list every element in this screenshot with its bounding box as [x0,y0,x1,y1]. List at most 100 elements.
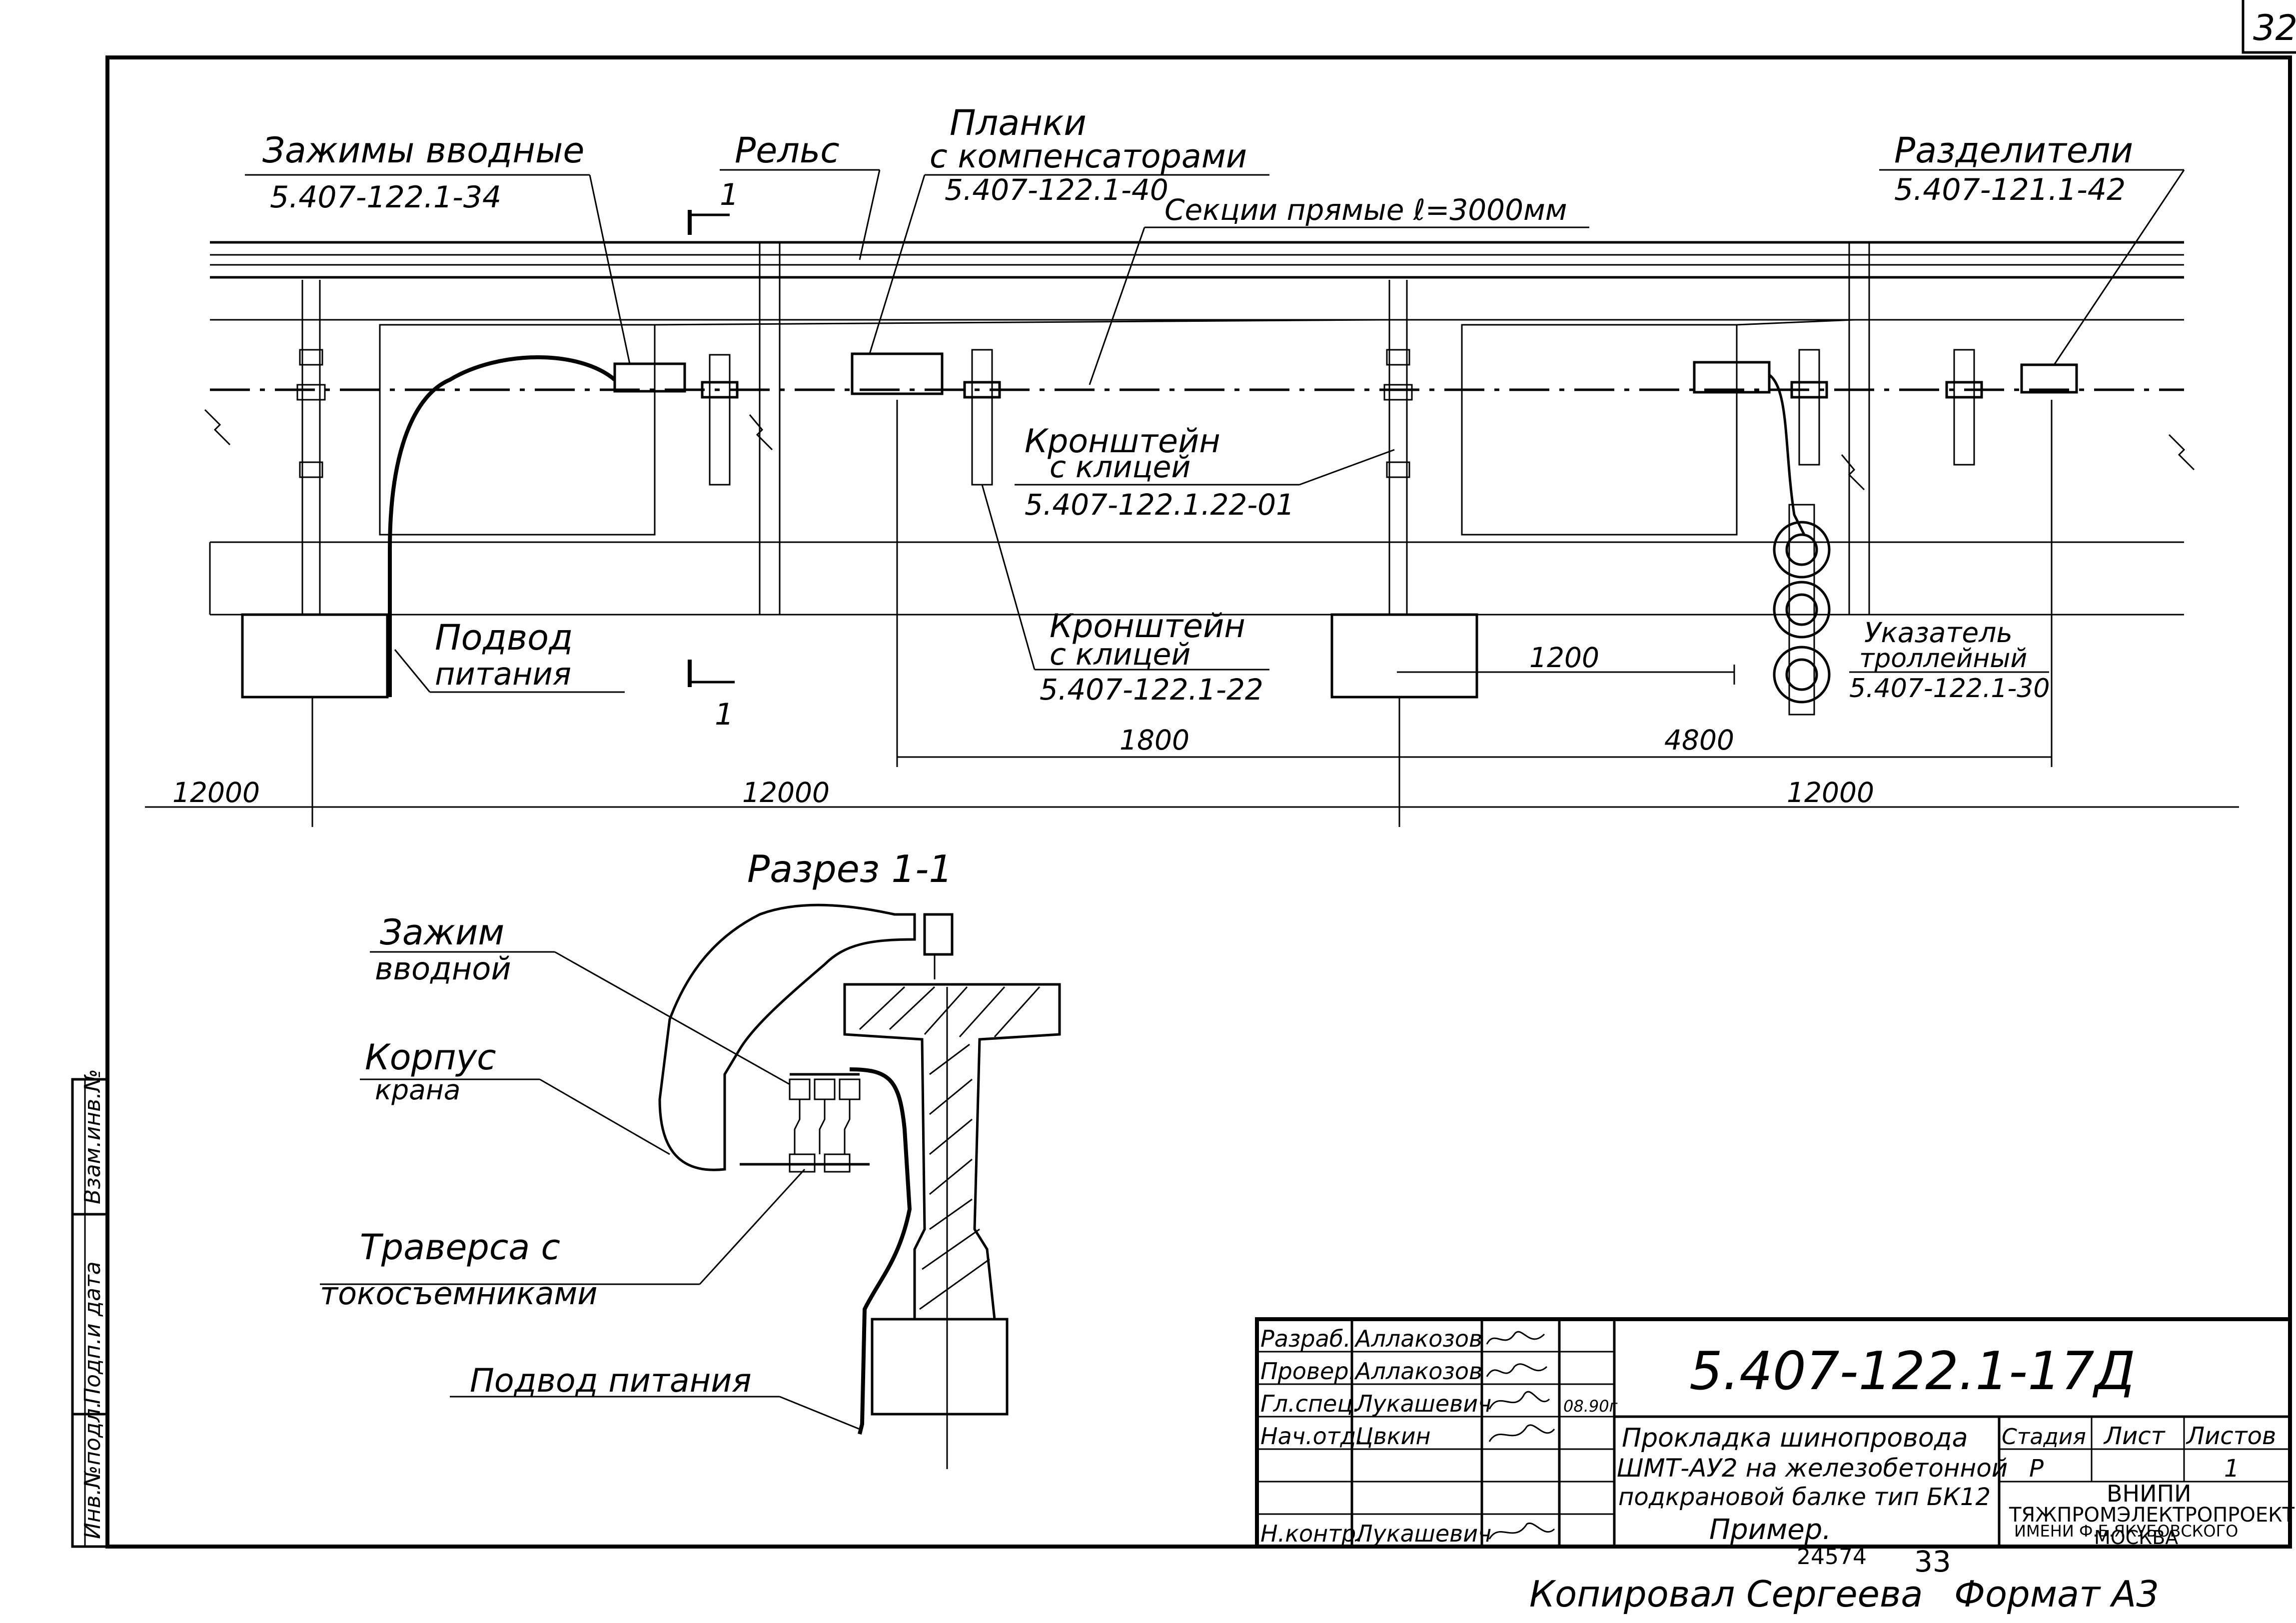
compensator-plates-title2: с компенсаторами [930,138,1247,175]
leader-input-clamps: Зажимы вводные 5.407-122.1-34 [245,130,631,364]
trolley-indicator-title2: троллейный [1859,644,2027,674]
bracket-22-code: 5.407-122.1-22 [1040,673,1263,707]
archive-number: 24574 [1797,1544,1867,1570]
section-power-feed-label: Подвод питания [470,1362,752,1400]
separators-code: 5.407-121.1-42 [1894,172,2126,207]
role-row-3: Гл.спец. Лукашевич 08.90г [1260,1390,1618,1417]
bracket-01-code: 5.407-122.1.22-01 [1025,488,1294,522]
leader-section-power-feed: Подвод питания [450,1362,860,1430]
dim-1800-label: 1800 [1120,724,1189,756]
role-row-2: Провер. Аллакозов [1260,1358,1482,1385]
bracket-01-title2: с клицей [1050,450,1190,485]
indicator-cable [1768,374,1806,536]
dim-4800-label: 4800 [1664,724,1734,756]
page-number: 32 [2253,7,2296,48]
stage-value: Р [2029,1455,2044,1483]
trolley-indicator-code: 5.407-122.1-30 [1849,674,2050,704]
crane-beam [204,242,2195,616]
bracket-3 [1790,349,1828,466]
description-line-1: Прокладка шинопровода [1622,1423,1968,1453]
leader-bracket-22: Кронштейн с клицей 5.407-122.1-22 [981,484,1269,707]
role-label: Гл.спец. [1260,1390,1360,1417]
dimension-1800-4800: 1800 4800 [896,400,2053,767]
podp-data-label: Подп.и дата [80,1261,105,1404]
role-row-1: Разраб. Аллакозов [1260,1325,1482,1352]
role-name: Лукашевич [1354,1390,1491,1417]
crane-body-title1: Корпус [365,1037,496,1078]
dimension-spans: 12000 12000 12000 [145,697,2239,827]
signatures [1486,1331,1555,1540]
leader-bracket-01: Кронштейн с клицей 5.407-122.1.22-01 [1015,423,1395,522]
input-clamp-box [613,362,686,393]
drawing-frame [105,55,2292,1549]
leader-section-crane-body: Корпус крана [360,1037,670,1155]
section-mark-top-number: 1 [720,177,739,212]
bracket-1 [701,354,739,486]
inv-podl-label: Инв.№подл. [80,1401,105,1539]
indicator-feed-box [1693,361,1771,394]
bracket-01-title1: Кронштейн [1025,423,1220,460]
power-feed-title2: питания [435,656,571,692]
traverse-collectors [740,1073,870,1173]
role-name: Лукашевич [1354,1520,1491,1547]
org-line-4: МОСКВА [2094,1527,2178,1549]
org-line-1: ВНИПИ [2107,1480,2192,1507]
role-name: Аллакозов [1354,1358,1482,1385]
section-title: Разрез 1-1 [747,847,953,891]
section-mark-bottom: 1 [688,660,735,732]
role-label: Нач.отд. [1260,1423,1363,1450]
org-line-3: ИМЕНИ Ф.Б.ЯКУБОВСКОГО [2014,1522,2238,1541]
section-view: Разрез 1-1 Зажим вводной [320,847,1061,1469]
role-label: Провер. [1260,1358,1356,1385]
span-left-label: 12000 [172,777,260,809]
stage-header: Стадия [2002,1424,2086,1450]
leader-trolley-indicator: Указатель троллейный 5.407-122.1-30 [1849,617,2050,704]
sheets-value: 1 [2224,1455,2240,1483]
leader-straight-sections: Секции прямые ℓ=3000мм [1089,193,1589,385]
title-block: Разраб. Аллакозов Провер. Аллакозов Гл.с… [1255,1317,2295,1549]
dim-1200-label: 1200 [1529,642,1599,674]
compensator-plates-title1: Планки [950,102,1087,143]
power-feed-title1: Подвод [435,617,573,658]
input-clamps-code: 5.407-122.1-34 [270,180,501,215]
role-label: Н.контр. [1260,1520,1363,1547]
role-name: Цвкин [1355,1423,1431,1450]
leader-section-clamp: Зажим вводной [370,912,790,1085]
section-feed-cable [849,1067,912,1435]
leader-rail: Рельс [720,130,881,260]
description-line-2: ШМТ-АУ2 на железобетонной [1617,1454,2008,1483]
trolley-indicator [1773,504,1831,716]
archive-sheet: 33 [1914,1545,1951,1579]
bracket-2 [963,349,1001,486]
power-feed-cable [388,355,616,697]
crane-beam-section [843,983,1061,1469]
span-right-label: 12000 [1787,777,1874,809]
bracket-4 [1945,349,1983,466]
sheets-header: Листов [2186,1422,2276,1450]
traverse-title1: Траверса с [360,1227,560,1268]
section-clamp-title2: вводной [375,950,511,987]
compensator-plate-box [851,352,944,395]
leader-separators: Разделители 5.407-121.1-42 [1879,130,2185,365]
rail-clamp-top [923,913,954,956]
document-code: 5.407-122.1-17Д [1689,1341,2136,1402]
rail-lines [210,241,2184,279]
role-row-7: Н.контр. Лукашевич [1260,1520,1491,1547]
dimension-1200: 1200 [1397,642,1735,685]
side-stamp: Инв.№подл. Подп.и дата Взам.инв.№ [71,1069,109,1548]
role-row-4: Нач.отд. Цвкин [1260,1423,1431,1450]
section-clamp-title1: Зажим [380,912,504,953]
org-line-2: ТЯЖПРОМЭЛЕКТРОПРОЕКТ [2009,1504,2295,1527]
description-line-4: Пример. [1709,1514,1831,1546]
page-number-box: 32 [2242,0,2296,54]
description-line-3: подкрановой балке тип БК12 [1618,1483,1991,1511]
column-middle [1330,280,1478,699]
copied-by: Копировал Сергеева [1529,1573,1923,1615]
bracket-22-title1: Кронштейн [1050,608,1245,645]
rail-label: Рельс [735,130,840,171]
leader-power-feed: Подвод питания [394,617,625,693]
crane-body [658,903,916,1171]
leader-compensator-plates: Планки с компенсаторами 5.407-122.1-40 [869,102,1269,354]
organization: ВНИПИ ТЯЖПРОМЭЛЕКТРОПРОЕКТ ИМЕНИ Ф.Б.ЯКУ… [2009,1480,2295,1549]
